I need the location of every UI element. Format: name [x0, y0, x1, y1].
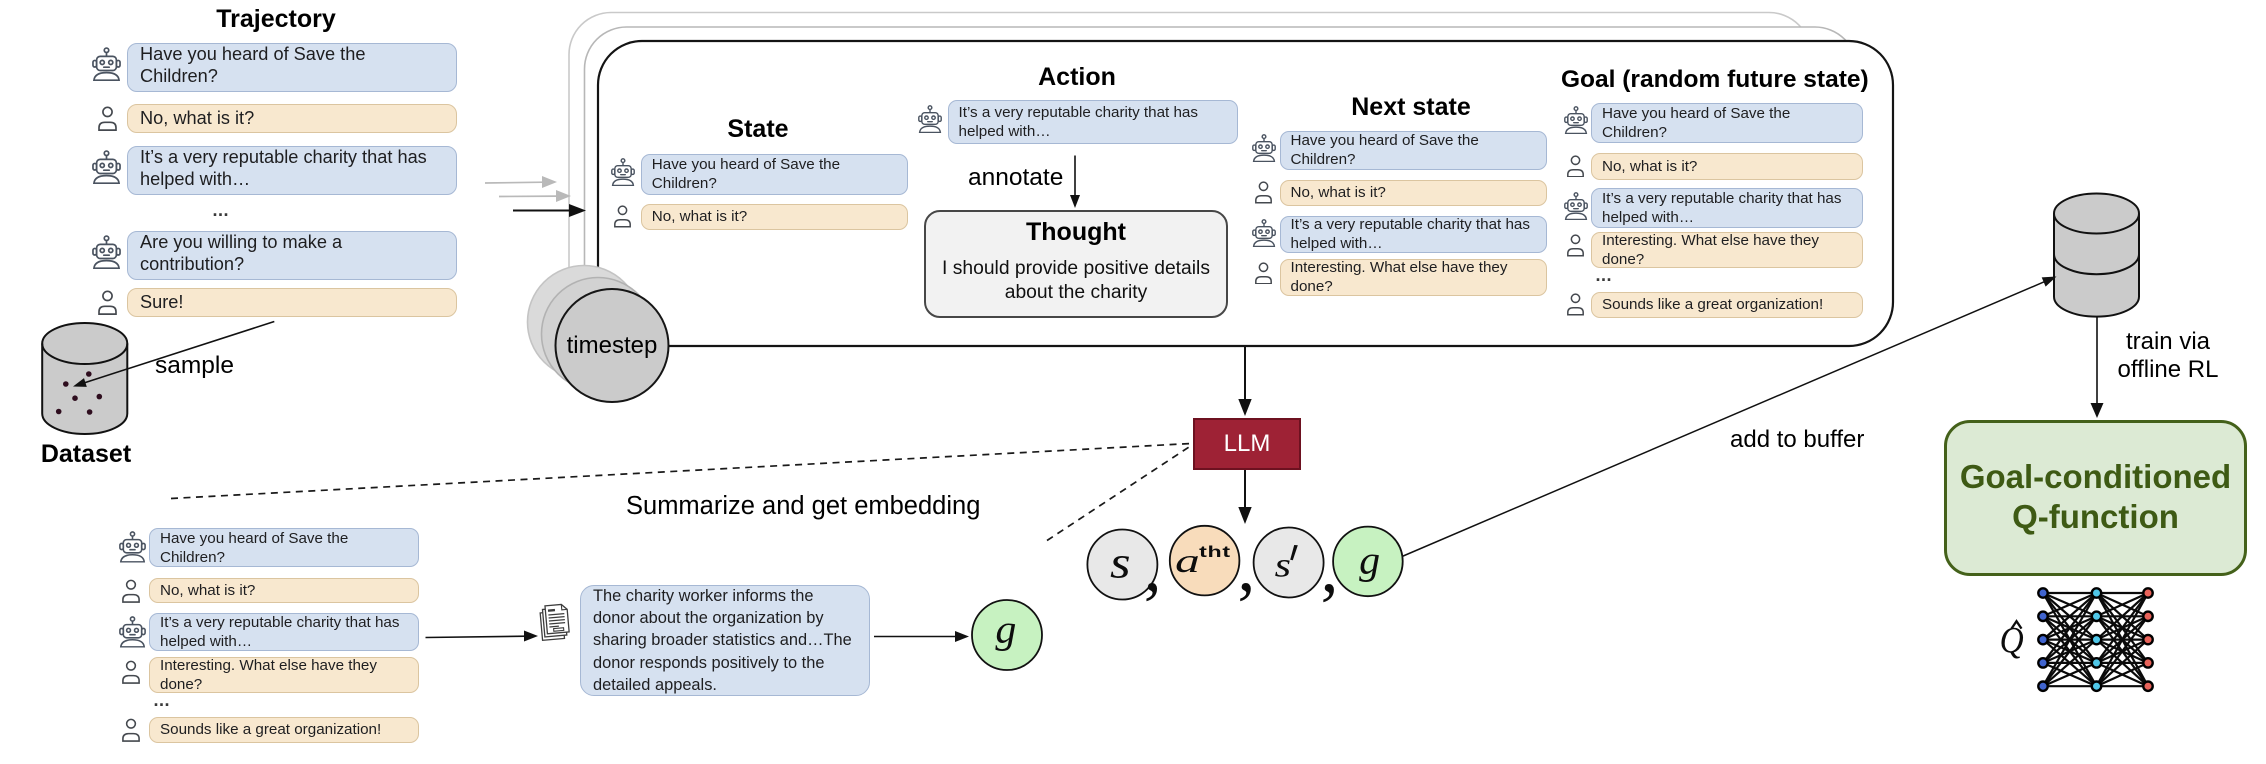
svg-text:,: ,: [1144, 529, 1162, 607]
svg-text:,: ,: [1238, 529, 1256, 607]
svg-text:tht: tht: [1199, 543, 1231, 561]
svg-text:,: ,: [1321, 530, 1339, 608]
svg-text:s: s: [1275, 546, 1291, 584]
svg-text:g: g: [1359, 537, 1380, 582]
svg-text:a: a: [1175, 542, 1200, 580]
svg-text:s: s: [1110, 536, 1131, 587]
svg-text:timestep: timestep: [567, 332, 658, 359]
svg-text:g: g: [995, 606, 1016, 651]
